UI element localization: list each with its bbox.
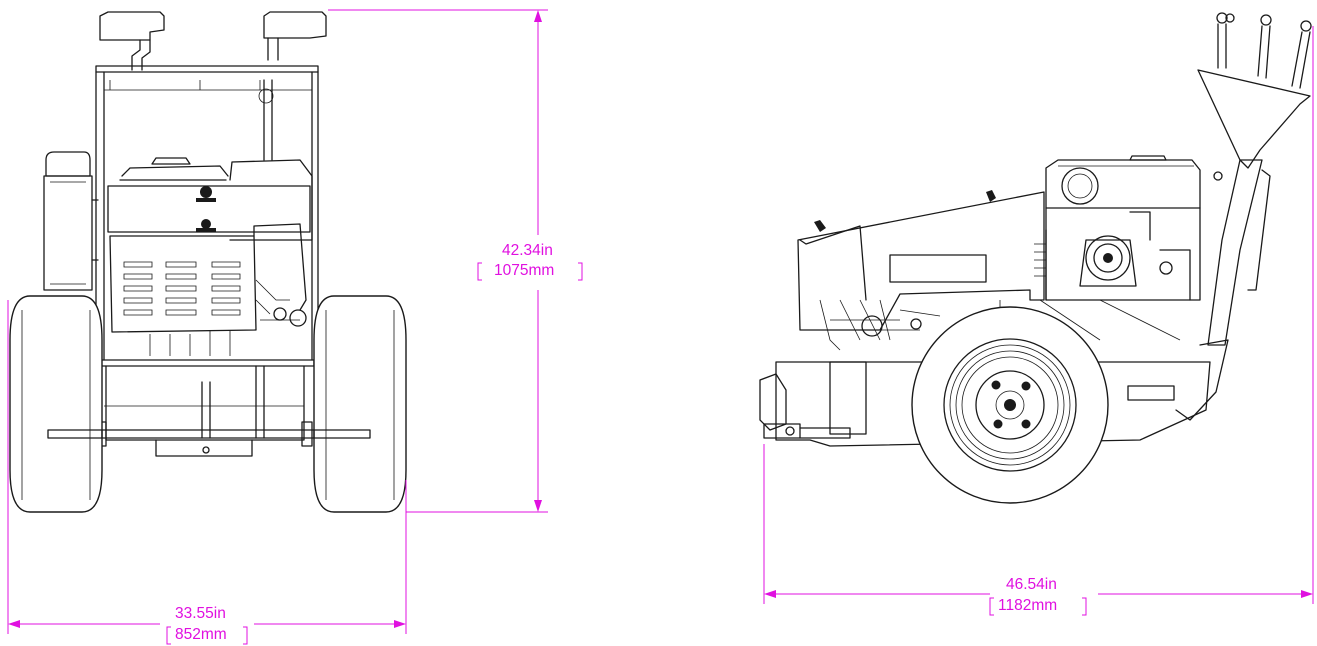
side-length-dimension: 46.54in 1182mm xyxy=(763,26,1314,616)
side-view xyxy=(759,12,1312,504)
front-width-primary: 33.55in xyxy=(175,605,226,622)
front-width-secondary: 852mm xyxy=(175,626,227,643)
side-length-secondary: 1182mm xyxy=(998,597,1057,614)
front-view xyxy=(9,11,407,513)
side-length-primary: 46.54in xyxy=(1006,576,1057,593)
front-height-dimension: 42.34in 1075mm xyxy=(328,9,583,513)
front-height-primary: 42.34in xyxy=(502,242,553,259)
front-height-secondary: 1075mm xyxy=(494,262,554,279)
front-width-dimension: 33.55in 852mm xyxy=(7,300,407,645)
